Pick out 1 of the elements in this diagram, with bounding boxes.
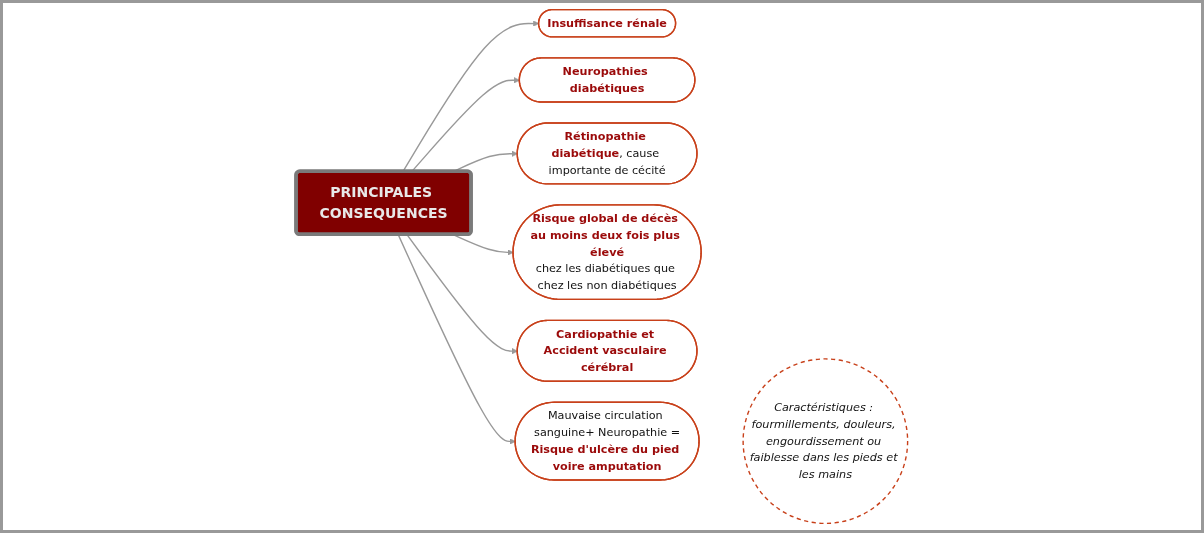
node-circle: Caractéristiques : fourmillements, douleurs, engourdissement ou faiblesse dans les pieds et les mains	[742, 358, 909, 525]
